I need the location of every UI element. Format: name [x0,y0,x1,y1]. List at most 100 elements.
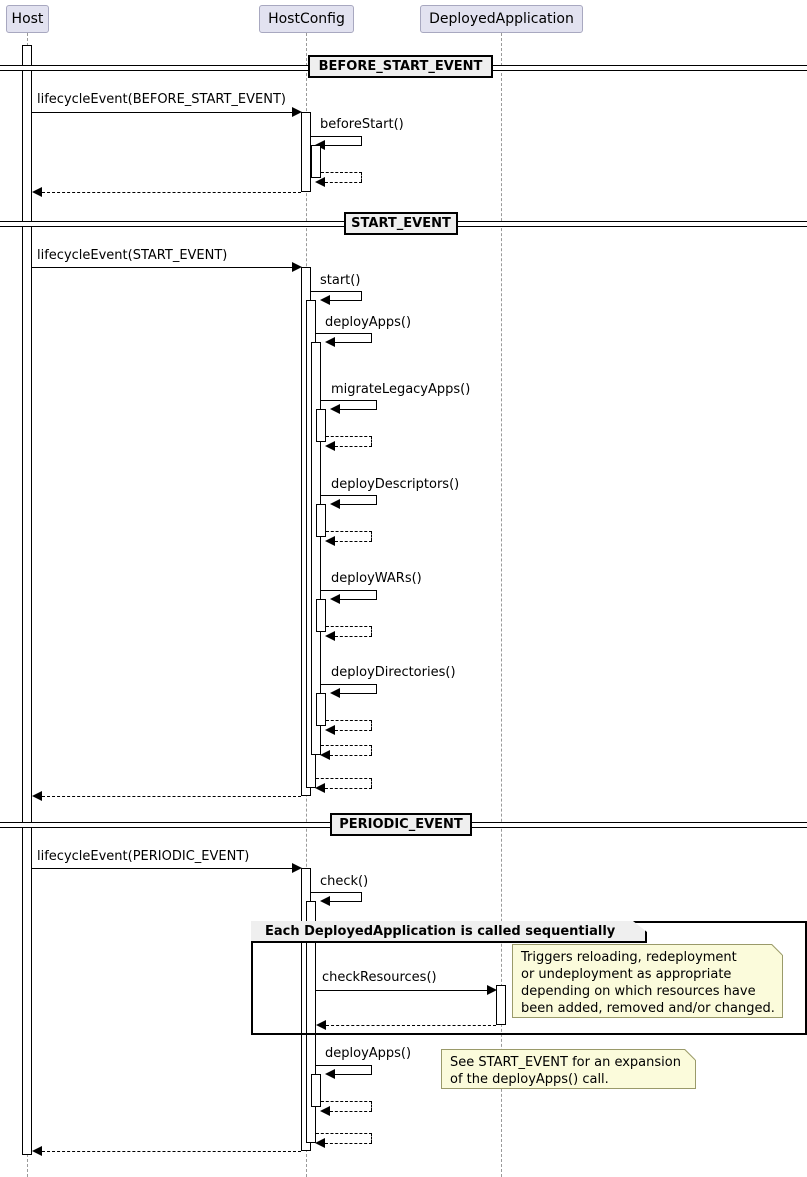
message-label-migrate-legacy-apps: migrateLegacyApps() [331,382,471,397]
self-return-top-start [316,778,372,779]
self-return-arrowhead-migrate-legacy-apps [325,441,335,451]
self-return-bottom-deploy-descriptors [335,541,372,542]
message-label-start: start() [320,273,361,288]
self-return-side-check [371,1133,372,1143]
self-call-arrowhead-deploy-apps [325,337,335,347]
message-label-deploy-wars: deployWARs() [331,571,422,586]
participant-deployedapplication[interactable]: DeployedApplication [420,5,583,33]
participant-hostconfig-label: HostConfig [268,11,345,27]
self-call-side-start [361,291,362,300]
participant-hostconfig[interactable]: HostConfig [259,5,354,33]
self-call-arrowhead-start [320,295,330,305]
return-arrowhead-start-event [32,791,42,801]
return-arrowhead-before-start [32,187,42,197]
self-return-top-deploy-directories [326,720,372,721]
self-return-bottom-deploy-apps-periodic [330,1111,372,1112]
participant-host-label: Host [11,11,44,27]
note-check-resources: Triggers reloading, redeployment or unde… [512,944,783,1018]
self-return-top-deploy-apps [321,745,372,746]
self-call-side-deploy-wars [376,590,377,599]
activation-hostconfig-deploy-apps-periodic [311,1074,321,1107]
self-return-top-deploy-descriptors [326,531,372,532]
return-line-before-start [42,192,301,193]
self-return-side-start [371,778,372,788]
participant-host[interactable]: Host [6,5,49,33]
divider-periodic[interactable]: PERIODIC_EVENT [330,813,472,836]
message-label-check-resources: checkResources() [322,970,437,985]
self-call-side-deploy-apps [371,333,372,342]
self-return-arrowhead-start [315,783,325,793]
self-call-arrowhead-deploy-descriptors [330,499,340,509]
activation-hostconfig-periodic-l2 [306,901,316,1143]
self-return-side-deploy-wars [371,626,372,636]
self-return-bottom-check [325,1143,372,1144]
self-call-top-deploy-directories [321,684,377,685]
self-call-side-migrate-legacy-apps [376,400,377,409]
divider-before-start[interactable]: BEFORE_START_EVENT [308,55,493,78]
message-label-before-start: beforeStart() [320,117,404,132]
return-arrowhead-check-resources [316,1020,326,1030]
self-return-bottom-deploy-apps [330,755,372,756]
self-return-top-check [316,1133,372,1134]
message-label-deploy-directories: deployDirectories() [331,665,456,680]
self-call-top-deploy-apps [316,333,372,334]
self-return-side-before-start [361,172,362,182]
return-line-periodic-event [42,1151,301,1152]
self-call-arrowhead-migrate-legacy-apps [330,404,340,414]
message-label-deploy-apps: deployApps() [325,315,412,330]
self-return-bottom-deploy-directories [335,730,372,731]
message-arrowhead-lifecycle-before-start [292,107,302,117]
message-label-check: check() [320,874,369,889]
note-check-resources-fold [772,944,783,955]
self-call-bottom-deploy-apps [335,342,372,343]
self-return-bottom-start [325,788,372,789]
note-deploy-apps: See START_EVENT for an expansion of the … [441,1049,696,1089]
activation-hostconfig-deploy-directories [316,693,326,726]
self-call-bottom-migrate-legacy-apps [340,409,377,410]
self-call-arrowhead-deploy-wars [330,594,340,604]
self-return-top-deploy-apps-periodic [321,1101,372,1102]
self-return-arrowhead-deploy-directories [325,725,335,735]
activation-hostconfig-before-start-inner [311,145,321,178]
message-label-lifecycle-before-start: lifecycleEvent(BEFORE_START_EVENT) [37,92,286,107]
self-return-arrowhead-deploy-descriptors [325,536,335,546]
message-label-deploy-descriptors: deployDescriptors() [331,477,460,492]
self-return-arrowhead-deploy-apps [320,750,330,760]
return-line-start-event [42,796,301,797]
participant-deployedapplication-label: DeployedApplication [429,11,574,27]
self-call-bottom-deploy-wars [340,599,377,600]
activation-hostconfig-deploy-wars [316,599,326,632]
activation-host-root [22,45,32,1155]
group-header-each-deployed-app[interactable]: Each DeployedApplication is called seque… [251,921,647,943]
self-return-top-deploy-wars [326,626,372,627]
message-arrowhead-lifecycle-start [292,262,302,272]
message-label-lifecycle-periodic: lifecycleEvent(PERIODIC_EVENT) [37,849,250,864]
self-return-arrowhead-check [315,1138,325,1148]
self-call-top-deploy-apps-periodic [316,1065,372,1066]
activation-hostconfig-start-l3 [311,342,321,755]
self-return-top-migrate-legacy-apps [326,436,372,437]
self-call-side-check [361,892,362,901]
divider-periodic-label: PERIODIC_EVENT [339,817,463,832]
message-line-lifecycle-start [32,267,300,268]
note-deploy-apps-fold [685,1049,696,1060]
message-label-deploy-apps-periodic: deployApps() [325,1046,412,1061]
return-arrowhead-periodic-event [32,1146,42,1156]
self-call-top-start [311,291,362,292]
self-return-arrowhead-before-start [315,177,325,187]
self-call-side-deploy-directories [376,684,377,693]
activation-hostconfig-before-start [301,112,311,192]
divider-start[interactable]: START_EVENT [344,212,458,235]
self-call-bottom-deploy-descriptors [340,504,377,505]
self-return-bottom-deploy-wars [335,636,372,637]
message-line-lifecycle-periodic [32,868,300,869]
self-return-side-deploy-descriptors [371,531,372,541]
activation-hostconfig-migrate-legacy-apps [316,409,326,442]
self-call-top-migrate-legacy-apps [321,400,377,401]
self-call-side-before-start [361,136,362,145]
self-call-side-deploy-descriptors [376,495,377,504]
self-call-side-deploy-apps-periodic [371,1065,372,1074]
self-call-bottom-deploy-apps-periodic [335,1074,372,1075]
message-line-lifecycle-before-start [32,112,300,113]
